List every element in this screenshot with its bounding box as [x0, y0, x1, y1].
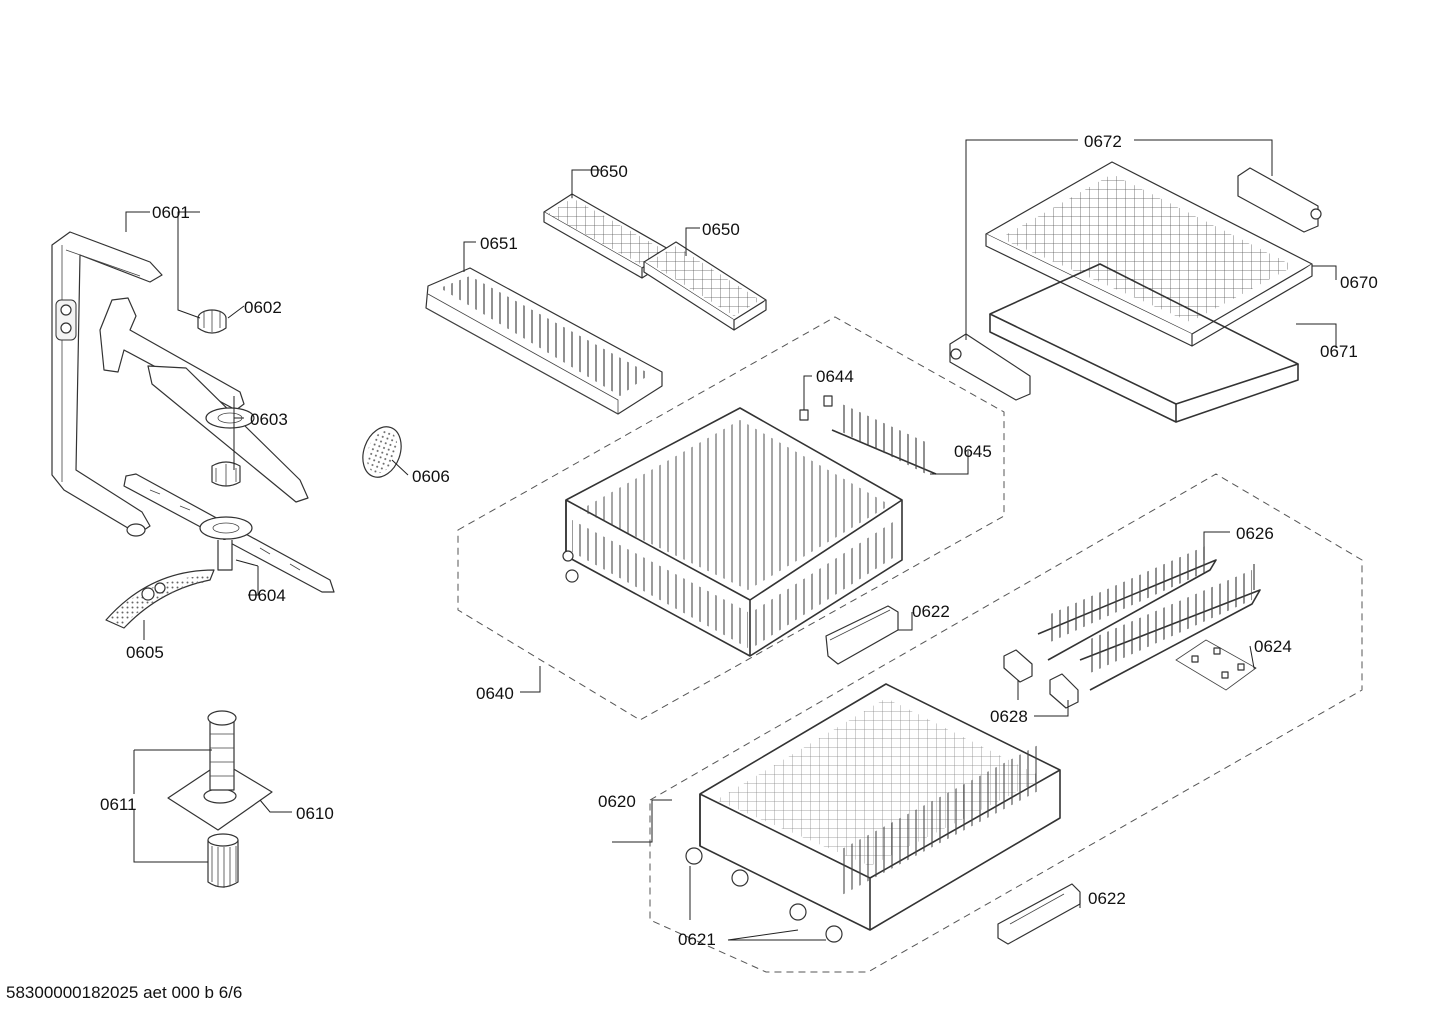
folding-tines-part [1037, 544, 1261, 691]
label-0620: 0620 [598, 792, 636, 811]
cutlery-drawer-part [985, 161, 1313, 347]
feed-pipe-part [51, 231, 163, 537]
nut-part [197, 309, 227, 334]
microfilter-part [105, 569, 215, 629]
label-0626: 0626 [1236, 524, 1274, 543]
label-0622-a: 0622 [912, 602, 950, 621]
label-0672: 0672 [1084, 132, 1122, 151]
cutlery-insert-part [543, 193, 767, 331]
label-0671: 0671 [1320, 342, 1358, 361]
label-0640: 0640 [476, 684, 514, 703]
drawer-frame-part [989, 263, 1299, 423]
label-0645: 0645 [954, 442, 992, 461]
upper-basket-part [562, 407, 903, 657]
label-0624: 0624 [1254, 637, 1292, 656]
small-clip-part [1175, 639, 1257, 691]
sump-filter-part [167, 710, 273, 888]
lower-spray-arm-part [123, 473, 335, 593]
label-0650-b: 0650 [702, 220, 740, 239]
label-0611: 0611 [100, 795, 137, 814]
label-0644: 0644 [816, 367, 854, 386]
label-0670: 0670 [1340, 273, 1378, 292]
lower-basket-part [699, 683, 1061, 931]
clip-part [799, 395, 833, 421]
label-0651: 0651 [480, 234, 518, 253]
bin-part [825, 605, 899, 665]
label-0602: 0602 [244, 298, 282, 317]
leader-lines [125, 139, 1337, 941]
lower-basket-outline [649, 473, 1363, 973]
label-0601: 0601 [152, 203, 190, 222]
tine-holder-part [1003, 649, 1079, 709]
wheel-part [685, 847, 843, 943]
upper-spray-arm-part [99, 297, 309, 503]
filter-disc-part [362, 426, 402, 478]
label-0622-b: 0622 [1088, 889, 1126, 908]
label-0650-a: 0650 [590, 162, 628, 181]
label-0603: 0603 [250, 410, 288, 429]
label-0610: 0610 [296, 804, 334, 823]
label-0606: 0606 [412, 467, 450, 486]
handle-part [997, 883, 1081, 945]
basket-tray-part [425, 267, 663, 415]
drawer-rail-part [949, 167, 1322, 401]
document-code: 58300000182025 aet 000 b 6/6 [6, 983, 242, 1002]
label-0604: 0604 [248, 586, 286, 605]
label-0628: 0628 [990, 707, 1028, 726]
part-labels: 0601 0602 0603 0604 0605 0606 0611 0610 … [100, 132, 1378, 949]
cup-rack-part [831, 404, 937, 476]
label-0621: 0621 [678, 930, 716, 949]
upper-basket-outline [457, 316, 1005, 721]
label-0605: 0605 [126, 643, 164, 662]
